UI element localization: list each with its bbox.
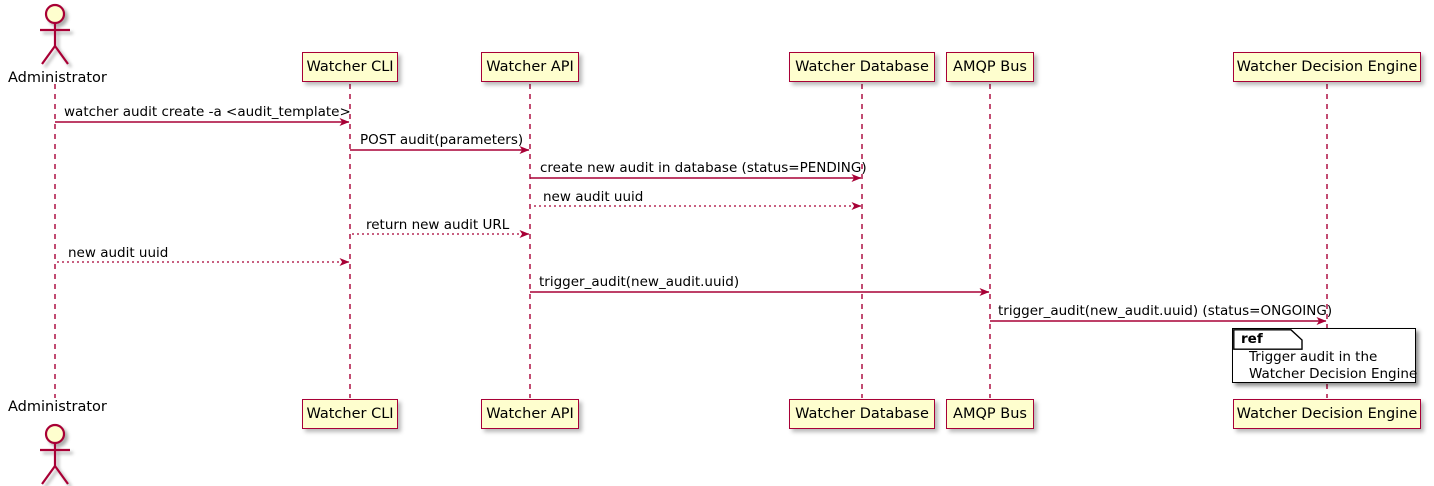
actor-label-administrator-top: Administrator [8, 70, 107, 86]
lifelines-group [54, 84, 1328, 398]
participant-watcher-database-bottom[interactable]: Watcher Database [789, 399, 935, 429]
participant-amqp-bus-top[interactable]: AMQP Bus [946, 52, 1034, 82]
participant-watcher-database-top[interactable]: Watcher Database [789, 52, 935, 82]
actor-figure-administrator-bottom [40, 423, 70, 485]
actor-head-icon [44, 3, 66, 25]
participant-label: Watcher API [486, 406, 574, 422]
participant-watcher-api-bottom[interactable]: Watcher API [481, 399, 579, 429]
participant-label: Watcher Decision Engine [1236, 59, 1418, 75]
message-label-1: watcher audit create -a <audit_template> [64, 104, 351, 120]
ref-fragment-text: Trigger audit in the Watcher Decision En… [1249, 349, 1418, 382]
actor-figure-administrator-top [40, 3, 70, 65]
participant-label: Watcher CLI [306, 59, 394, 75]
message-label-5: return new audit URL [366, 217, 510, 233]
participant-watcher-cli-bottom[interactable]: Watcher CLI [302, 399, 398, 429]
message-label-3: create new audit in database (status=PEN… [540, 160, 867, 176]
message-label-7: trigger_audit(new_audit.uuid) [539, 274, 740, 290]
participant-label: Watcher Decision Engine [1236, 406, 1418, 422]
message-label-8: trigger_audit(new_audit.uuid) (status=ON… [998, 303, 1333, 319]
participant-label: Watcher Database [795, 59, 929, 75]
message-arrows-group [55, 118, 1327, 325]
participant-watcher-cli-top[interactable]: Watcher CLI [302, 52, 398, 82]
actor-label-administrator-bottom: Administrator [8, 399, 107, 415]
actor-head-icon [44, 423, 66, 445]
ref-fragment-box: ref Trigger audit in the Watcher Decisio… [1232, 328, 1418, 383]
participant-label: Watcher Database [795, 406, 929, 422]
actor-figures-group [40, 3, 70, 485]
participant-label: AMQP Bus [953, 406, 1027, 422]
participant-amqp-bus-bottom[interactable]: AMQP Bus [946, 399, 1034, 429]
participant-watcher-decision-engine-top[interactable]: Watcher Decision Engine [1233, 52, 1421, 82]
participant-label: Watcher CLI [306, 406, 394, 422]
message-label-2: POST audit(parameters) [360, 132, 524, 148]
message-label-4: new audit uuid [543, 189, 644, 205]
participant-label: AMQP Bus [953, 59, 1027, 75]
participant-watcher-decision-engine-bottom[interactable]: Watcher Decision Engine [1233, 399, 1421, 429]
ref-keyword-label: ref [1241, 331, 1263, 347]
participant-label: Watcher API [486, 59, 574, 75]
message-label-6: new audit uuid [68, 245, 169, 261]
participant-watcher-api-top[interactable]: Watcher API [481, 52, 579, 82]
